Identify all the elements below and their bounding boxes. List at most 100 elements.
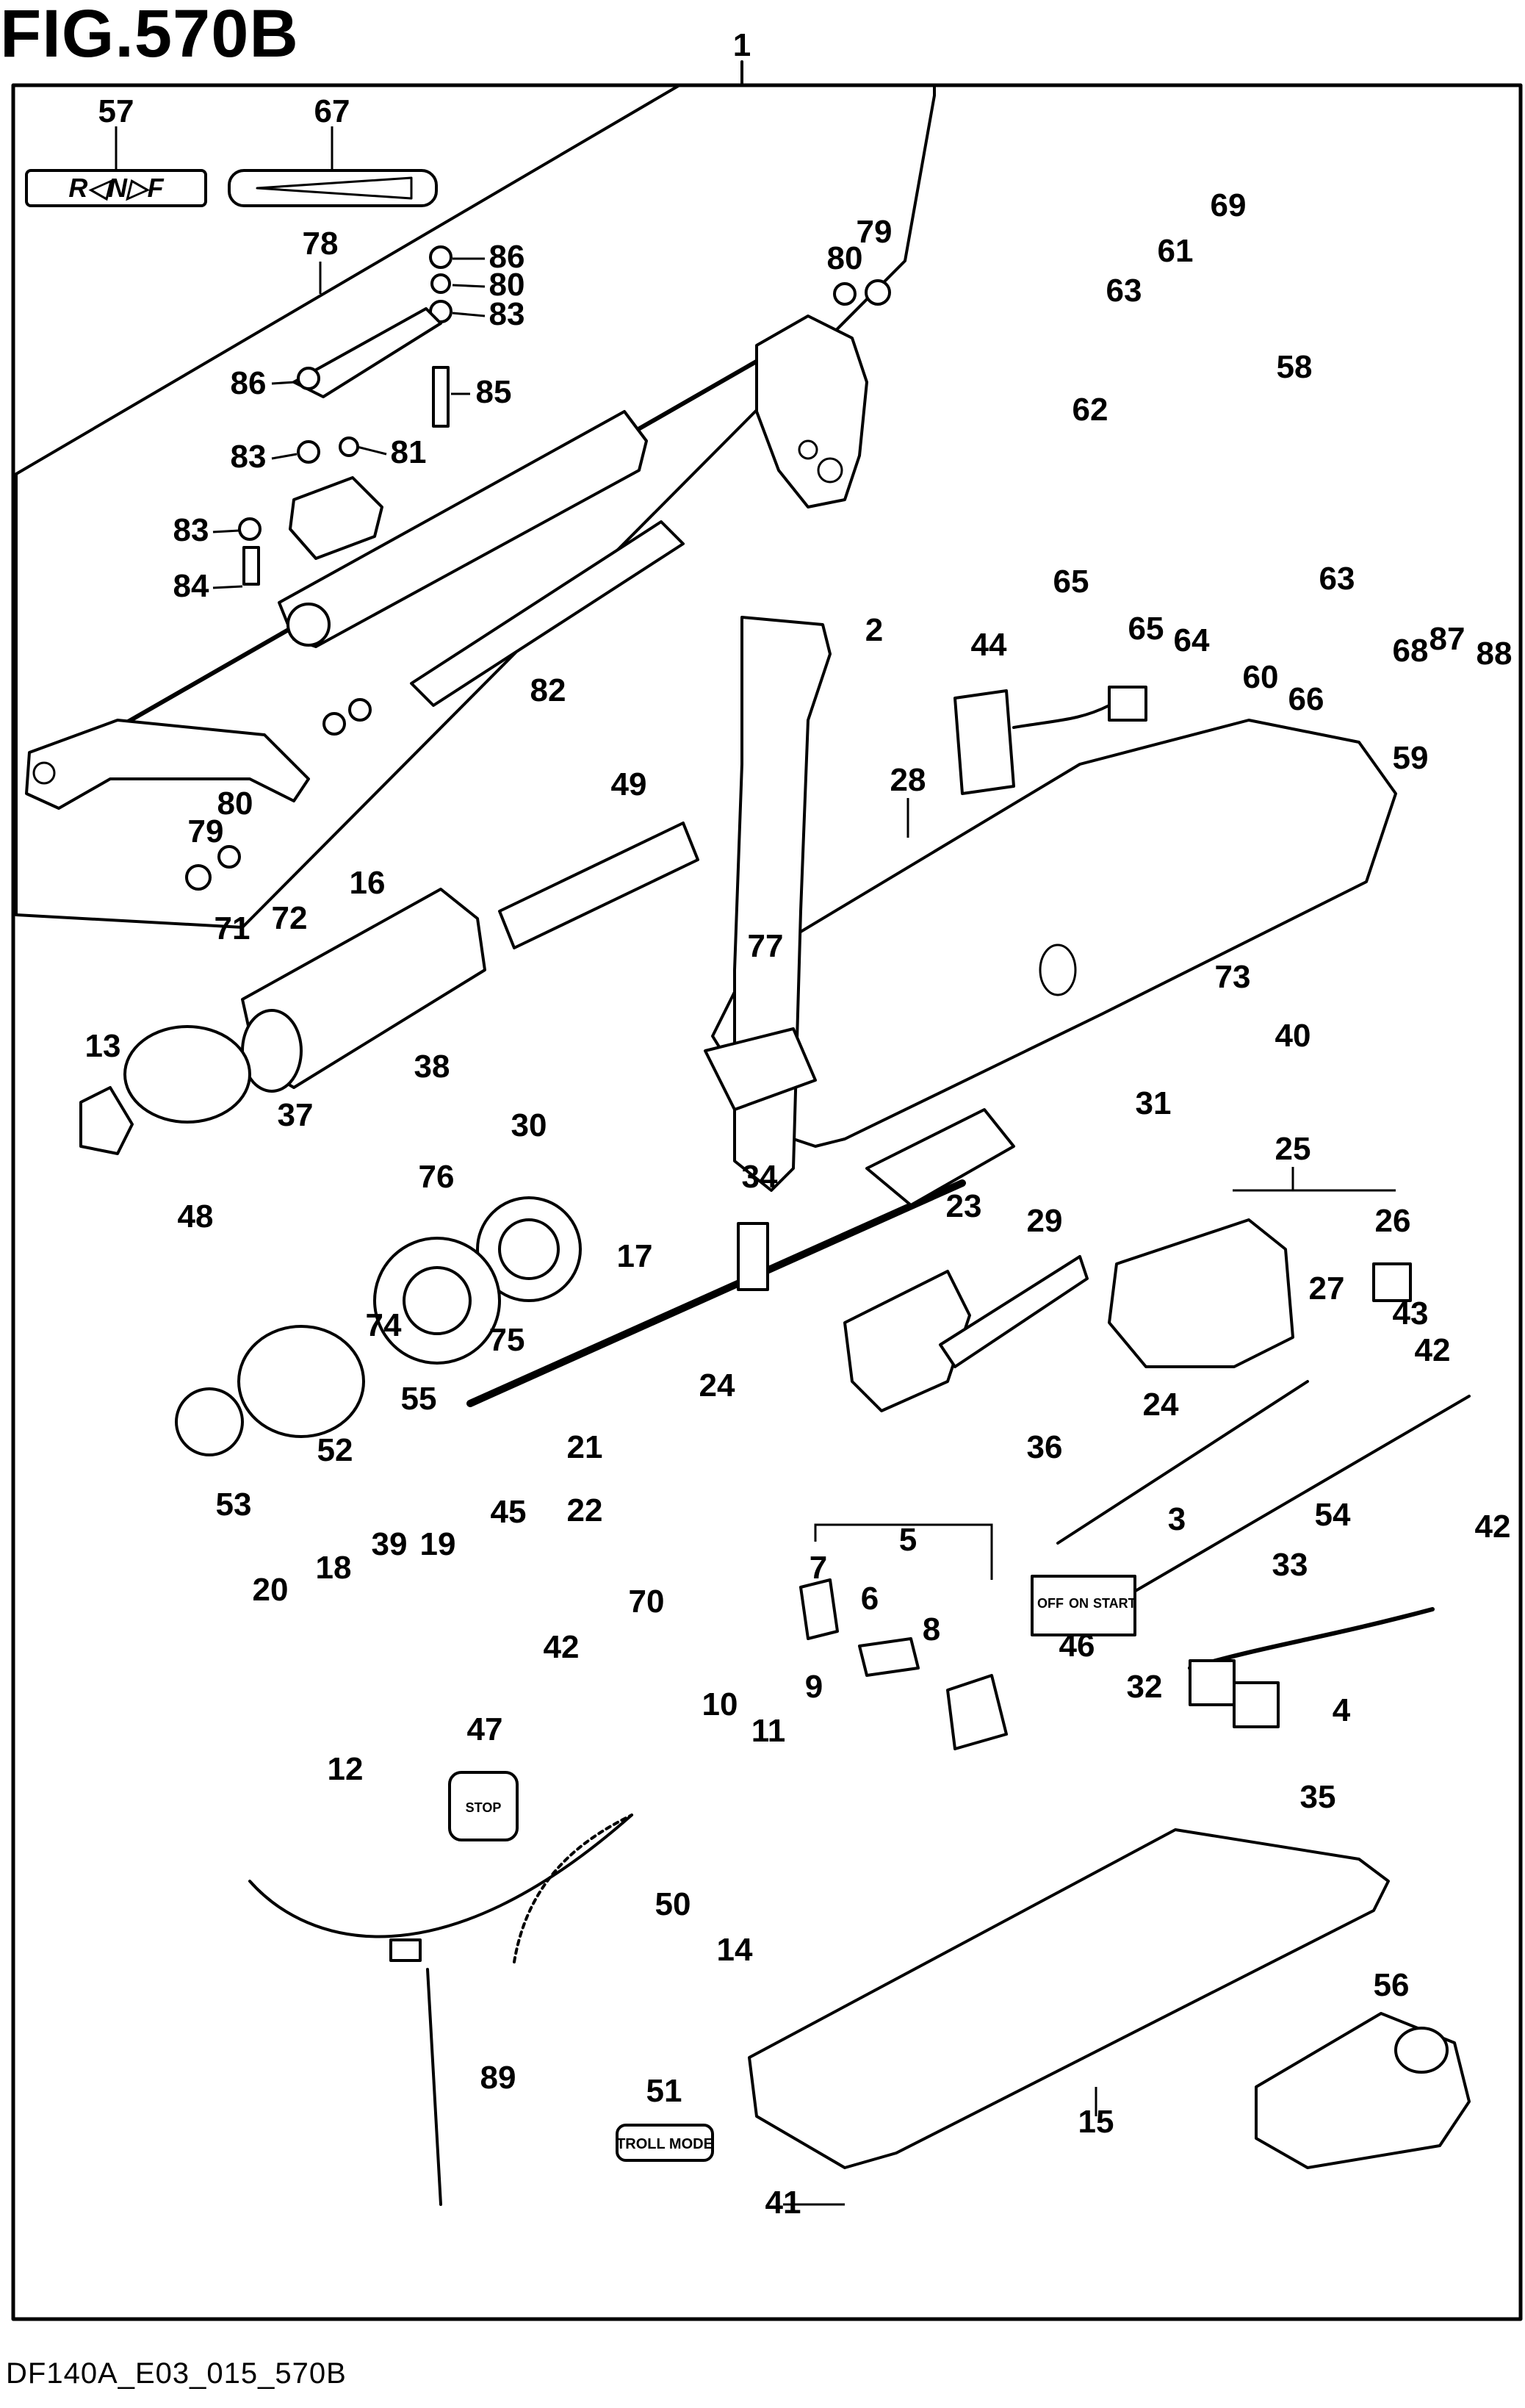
callout-22: 22 bbox=[567, 1492, 603, 1528]
gear-shift-decal: R◁N▷F bbox=[25, 126, 207, 207]
callout-27: 27 bbox=[1309, 1271, 1345, 1307]
callout-7: 7 bbox=[810, 1550, 827, 1586]
trim-strip-decal bbox=[228, 126, 438, 207]
callout-88: 88 bbox=[1477, 636, 1513, 672]
lanyard-cord bbox=[248, 1814, 633, 1963]
callout-74: 74 bbox=[366, 1307, 402, 1343]
callout-89: 89 bbox=[480, 2060, 516, 2096]
callout-6: 6 bbox=[861, 1581, 879, 1617]
callout-19: 19 bbox=[420, 1526, 456, 1562]
callout-57: 57 bbox=[98, 93, 134, 129]
callout-82: 82 bbox=[530, 672, 566, 708]
callout-42a: 42 bbox=[1415, 1332, 1451, 1368]
callout-43: 43 bbox=[1393, 1295, 1429, 1331]
callout-77: 77 bbox=[748, 928, 784, 964]
callout-3: 3 bbox=[1168, 1501, 1186, 1537]
callout-83a: 83 bbox=[489, 296, 525, 332]
callout-42b: 42 bbox=[1475, 1509, 1511, 1545]
callout-31: 31 bbox=[1136, 1085, 1172, 1121]
callout-68: 68 bbox=[1393, 633, 1429, 669]
callout-38: 38 bbox=[414, 1049, 450, 1085]
callout-56: 56 bbox=[1374, 1967, 1410, 2003]
gear-shift-decal-text: R◁N▷F bbox=[68, 173, 164, 203]
callout-54: 54 bbox=[1315, 1497, 1351, 1533]
troll-mode-decal: TROLL MODE bbox=[616, 2124, 714, 2162]
callout-23: 23 bbox=[946, 1188, 982, 1224]
callout-12: 12 bbox=[328, 1751, 364, 1787]
callout-25: 25 bbox=[1275, 1131, 1311, 1167]
cables bbox=[1056, 1380, 1471, 1728]
callout-20: 20 bbox=[253, 1572, 289, 1608]
callout-17: 17 bbox=[617, 1238, 653, 1274]
callout-75: 75 bbox=[489, 1322, 525, 1358]
callout-64: 64 bbox=[1174, 622, 1210, 658]
callout-83c: 83 bbox=[173, 512, 209, 548]
callout-86a: 86 bbox=[489, 239, 525, 275]
callout-24b: 24 bbox=[1143, 1387, 1179, 1423]
callout-40: 40 bbox=[1275, 1018, 1311, 1054]
callout-81: 81 bbox=[391, 434, 427, 470]
callout-34: 34 bbox=[742, 1159, 778, 1195]
callout-41: 41 bbox=[765, 2185, 801, 2221]
callout-87: 87 bbox=[1430, 621, 1465, 657]
callout-42c: 42 bbox=[544, 1629, 580, 1665]
callout-63a: 63 bbox=[1106, 273, 1142, 309]
callout-30: 30 bbox=[511, 1107, 547, 1143]
callout-4: 4 bbox=[1333, 1692, 1351, 1728]
callout-48: 48 bbox=[178, 1198, 214, 1234]
callout-79a: 79 bbox=[188, 813, 224, 849]
stop-tag: STOP bbox=[448, 1771, 519, 1841]
key-position-on: ON bbox=[1069, 1596, 1089, 1611]
callout-71: 71 bbox=[214, 910, 250, 946]
callout-10: 10 bbox=[702, 1686, 738, 1722]
figure-title: FIG.570B bbox=[0, 0, 299, 71]
callout-66: 66 bbox=[1288, 681, 1324, 717]
callout-37: 37 bbox=[278, 1097, 314, 1133]
callout-60: 60 bbox=[1243, 659, 1279, 695]
callout-86b: 86 bbox=[231, 365, 267, 401]
grip-assembly bbox=[79, 822, 699, 1155]
main-shaft bbox=[466, 1108, 1015, 1407]
trim-switch bbox=[953, 686, 1147, 795]
callout-21: 21 bbox=[567, 1429, 603, 1465]
remote-control-handle bbox=[704, 616, 1397, 1192]
figure-footer-code: DF140A_E03_015_570B bbox=[6, 2357, 347, 2390]
throttle-linkage-parts bbox=[25, 245, 891, 891]
callout-8: 8 bbox=[923, 1611, 940, 1647]
callout-46: 46 bbox=[1059, 1628, 1095, 1664]
callout-72: 72 bbox=[272, 900, 308, 936]
callout-49: 49 bbox=[611, 766, 647, 802]
callout-2: 2 bbox=[865, 612, 883, 648]
callout-26: 26 bbox=[1375, 1203, 1411, 1239]
callout-14: 14 bbox=[717, 1932, 753, 1968]
throttle-linkage-box bbox=[15, 84, 936, 929]
key-position-off: OFF bbox=[1037, 1596, 1064, 1611]
callout-18: 18 bbox=[316, 1550, 352, 1586]
cable-tie bbox=[389, 1938, 442, 2206]
key-position-start: START bbox=[1093, 1596, 1136, 1611]
callout-45: 45 bbox=[491, 1494, 527, 1530]
callout-5: 5 bbox=[899, 1522, 917, 1558]
callout-47: 47 bbox=[467, 1711, 503, 1747]
leader-lines bbox=[212, 257, 1396, 2206]
callout-labels: 1 57 67 78 86 80 83 86 85 83 81 83 84 82… bbox=[85, 27, 1513, 2221]
callout-83b: 83 bbox=[231, 439, 267, 475]
callout-70: 70 bbox=[629, 1584, 665, 1620]
neutral-interlock bbox=[175, 1196, 582, 1456]
callout-85: 85 bbox=[476, 374, 512, 410]
callout-16: 16 bbox=[350, 865, 386, 901]
callout-52: 52 bbox=[317, 1432, 353, 1468]
callout-80c: 80 bbox=[827, 240, 863, 276]
callout-50: 50 bbox=[655, 1886, 691, 1922]
callout-28: 28 bbox=[890, 762, 926, 798]
callout-36: 36 bbox=[1027, 1429, 1063, 1465]
callout-69: 69 bbox=[1211, 187, 1247, 223]
troll-mode-decal-text: TROLL MODE bbox=[616, 2136, 713, 2152]
callout-67: 67 bbox=[314, 93, 350, 129]
callout-13: 13 bbox=[85, 1028, 121, 1064]
callout-51: 51 bbox=[646, 2073, 682, 2109]
stop-tag-text: STOP bbox=[466, 1800, 502, 1815]
callout-79b: 79 bbox=[857, 214, 893, 250]
callout-76: 76 bbox=[419, 1159, 455, 1195]
callout-11: 11 bbox=[751, 1713, 786, 1749]
